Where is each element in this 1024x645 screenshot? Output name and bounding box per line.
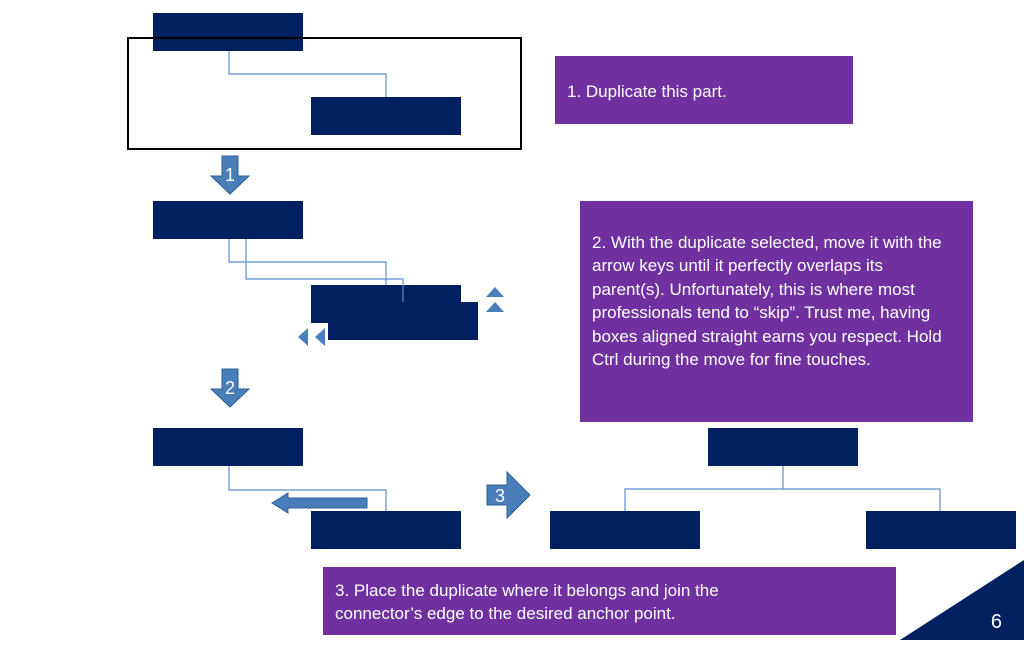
connector-line [228, 239, 387, 285]
child-box [550, 511, 700, 549]
step-2-arrow: 2 [209, 368, 251, 408]
callout-step-2-text: 2. With the duplicate selected, move it … [592, 233, 942, 370]
down-arrow-icon [209, 155, 251, 195]
step-3-arrow: 3 [486, 470, 531, 520]
step-1-arrow: 1 [209, 155, 251, 195]
callout-step-3-text: 3. Place the duplicate where it belongs … [335, 581, 719, 624]
parent-box [153, 201, 303, 239]
step-3-label: 3 [495, 486, 505, 506]
connector-line [228, 466, 387, 511]
left-arrow-key-icon [315, 328, 325, 346]
corner-decoration [900, 560, 1024, 640]
step-1-label: 1 [225, 165, 235, 185]
parent-box [708, 428, 858, 466]
slide-number: 6 [990, 611, 1002, 633]
child-box [311, 97, 461, 135]
up-arrow-key-icon [486, 287, 504, 297]
left-arrow-key-icon [298, 328, 308, 346]
left-arrow-icon [271, 492, 368, 514]
callout-step-2: 2. With the duplicate selected, move it … [580, 201, 973, 422]
child-box [311, 511, 461, 549]
callout-step-3: 3. Place the duplicate where it belongs … [323, 567, 896, 635]
right-arrow-icon [486, 470, 531, 520]
parent-box [153, 428, 303, 466]
up-arrow-key-icon [486, 302, 504, 312]
connector-line [228, 51, 387, 97]
callout-step-1-text: 1. Duplicate this part. [567, 82, 727, 101]
parent-box [153, 13, 303, 51]
connector-line [624, 488, 941, 511]
duplicate-connector-line [245, 239, 404, 302]
callout-step-1: 1. Duplicate this part. [555, 56, 853, 124]
duplicate-child-box [328, 302, 478, 340]
down-arrow-icon [209, 368, 251, 408]
selection-outline [127, 37, 522, 150]
step-2-label: 2 [225, 378, 235, 398]
child-box [866, 511, 1016, 549]
